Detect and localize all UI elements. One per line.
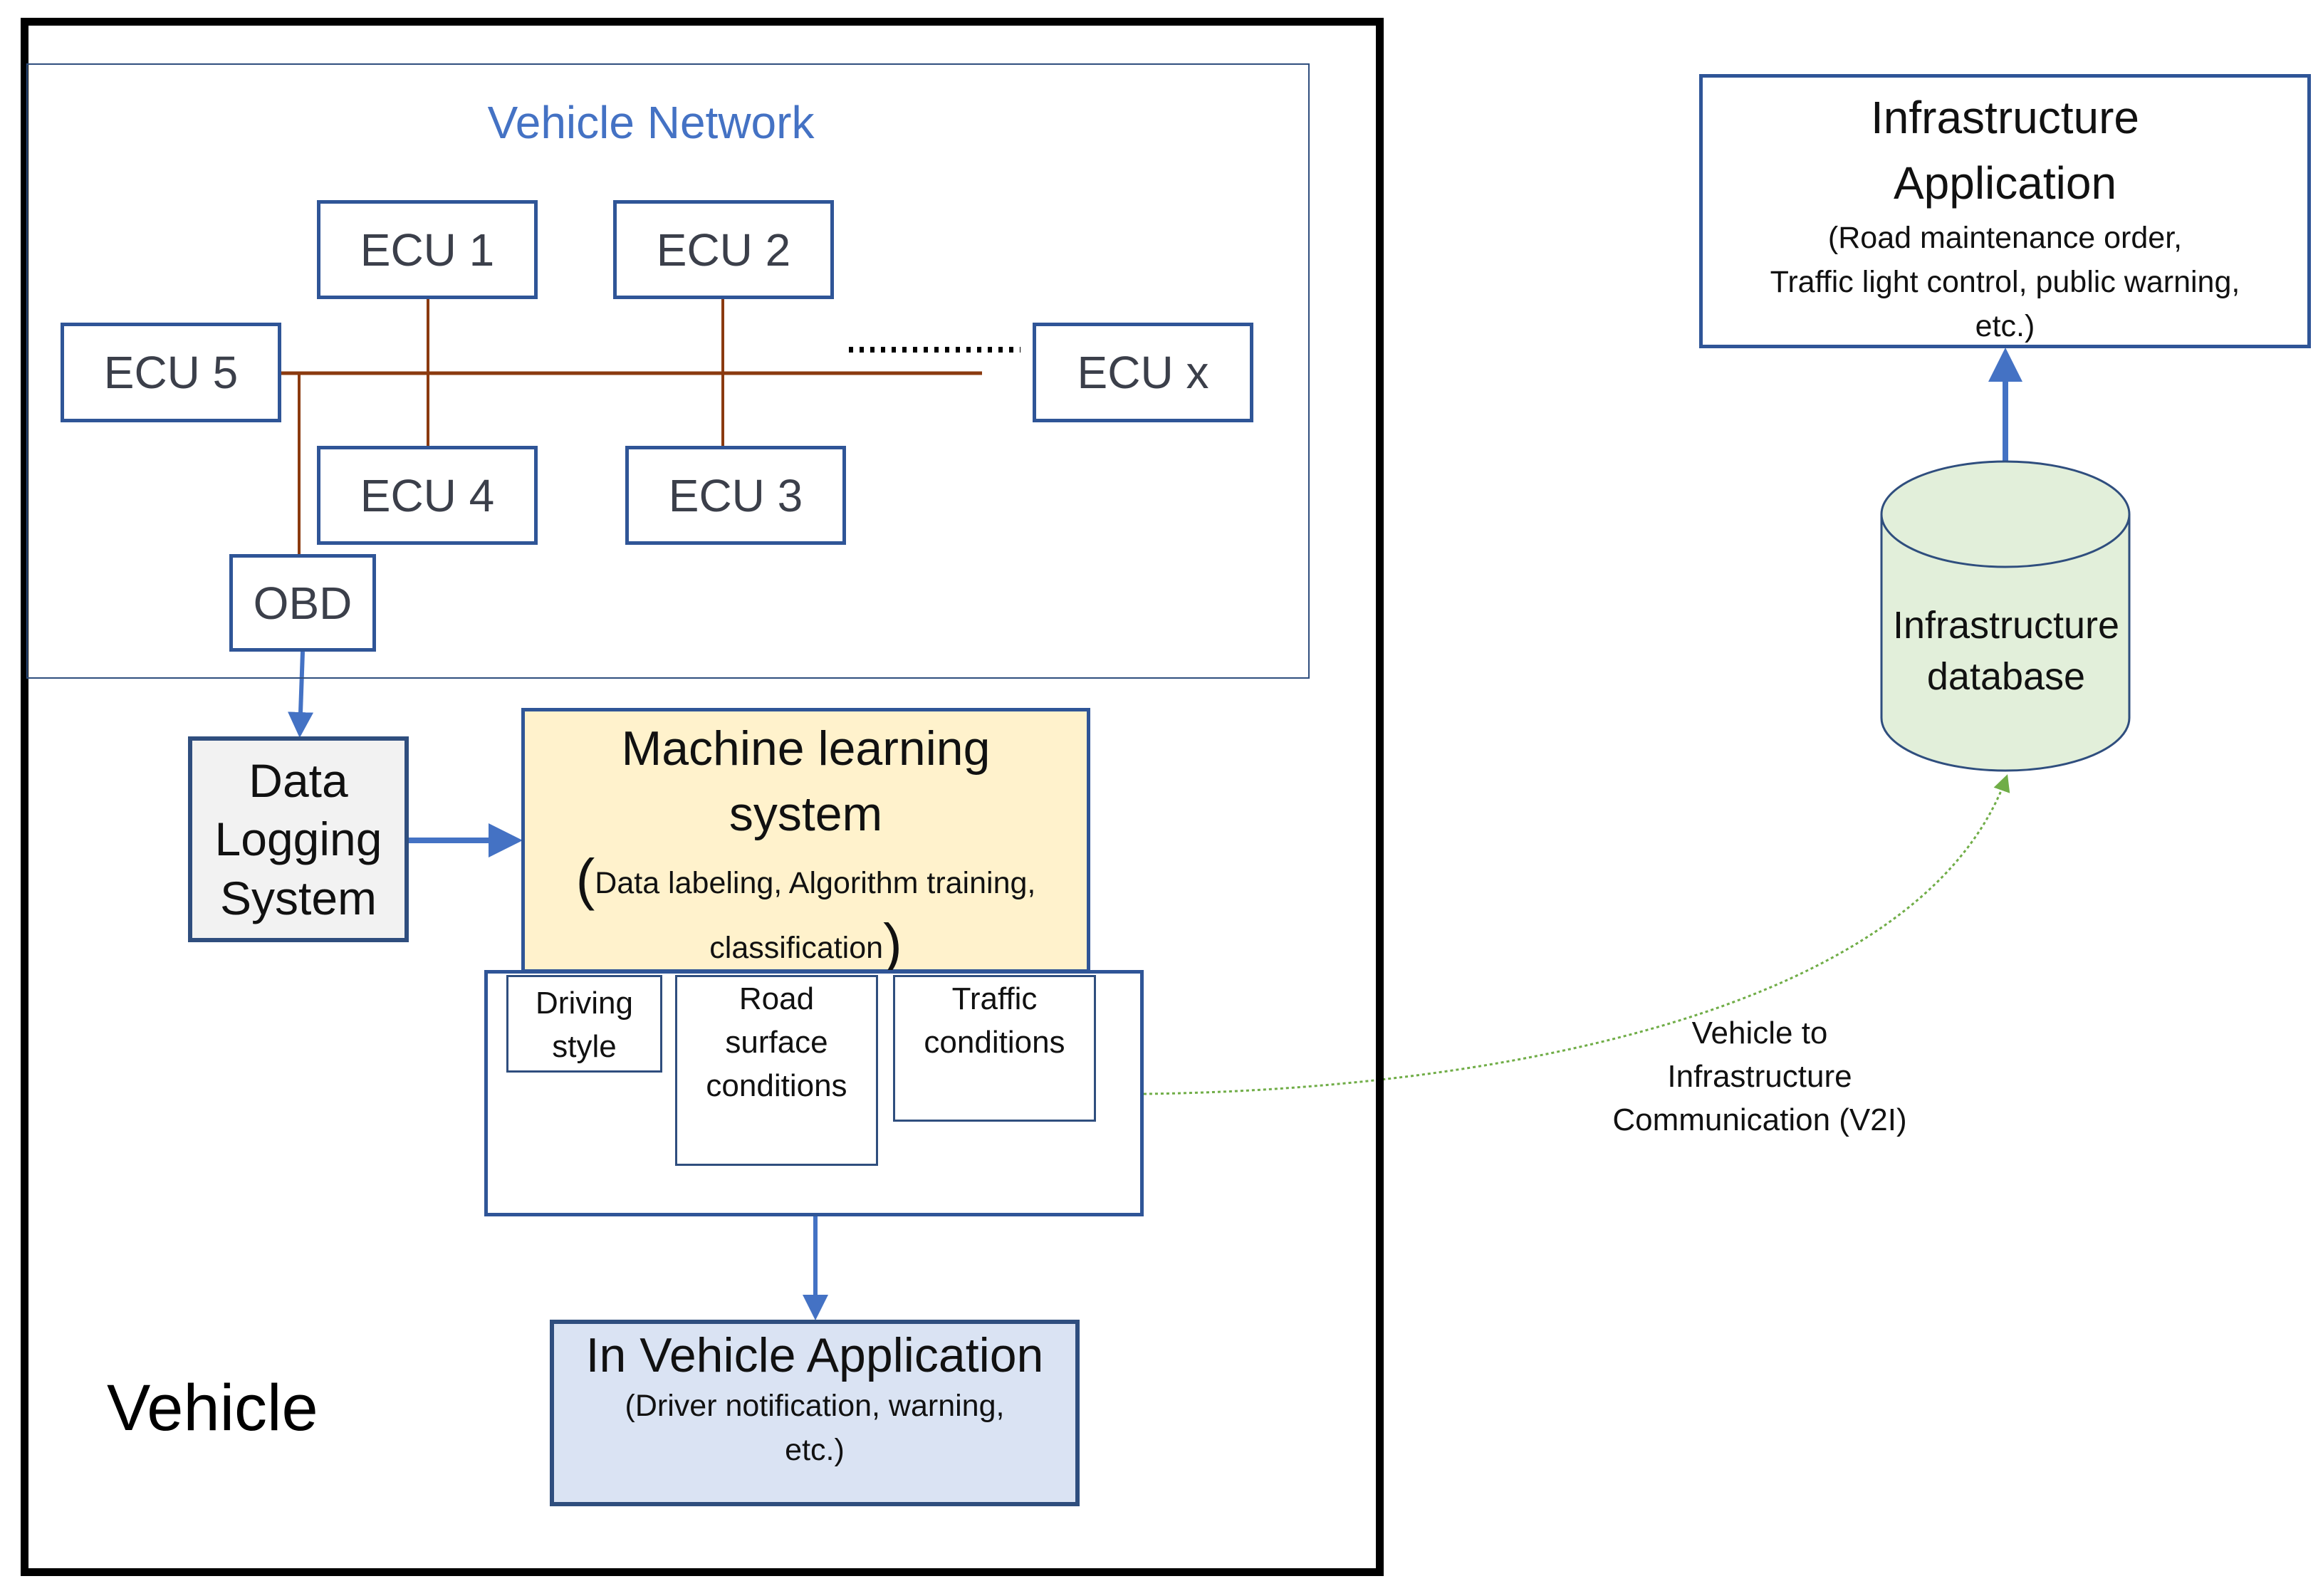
ecu-4-node[interactable]: ECU 4: [317, 446, 538, 545]
ecu-4-label: ECU 4: [360, 469, 495, 521]
vehicle-boundary: [21, 18, 1384, 1576]
v2i-line2: Infrastructure: [1667, 1059, 1852, 1094]
machine-learning-system[interactable]: Machine learning system (Data labeling, …: [521, 708, 1090, 973]
ml-sub-line1: Data labeling, Algorithm training,: [595, 866, 1036, 900]
obd-label: OBD: [253, 577, 353, 629]
ecu-x-node[interactable]: ECU x: [1033, 323, 1253, 422]
data-logging-line3: System: [219, 871, 377, 924]
in-vehicle-app-title: In Vehicle Application: [585, 1328, 1044, 1382]
ml-title-line2: system: [729, 787, 883, 841]
ecu-3-node[interactable]: ECU 3: [625, 446, 846, 545]
ml-open-paren: (: [575, 847, 595, 911]
infrastructure-application[interactable]: Infrastructure Application (Road mainten…: [1699, 74, 2311, 348]
infra-app-sub2: Traffic light control, public warning,: [1770, 265, 2240, 299]
ml-sub-line2: classification: [709, 931, 884, 965]
infra-app-title1: Infrastructure: [1870, 92, 2140, 143]
ecu-2-label: ECU 2: [656, 224, 791, 276]
infra-app-sub3: etc.): [1975, 309, 2035, 343]
in-vehicle-app-sub2: etc.): [785, 1433, 845, 1467]
infra-app-sub1: (Road maintenance order,: [1827, 221, 2183, 255]
in-vehicle-app-sub1: (Driver notification, warning,: [625, 1389, 1005, 1423]
ecu-1-node[interactable]: ECU 1: [317, 200, 538, 299]
in-vehicle-application[interactable]: In Vehicle Application (Driver notificat…: [550, 1320, 1080, 1506]
db-line2: database: [1926, 655, 2086, 698]
vehicle-network-boundary: [26, 63, 1310, 679]
ecu-3-label: ECU 3: [668, 469, 803, 521]
v2i-label: Vehicle to Infrastructure Communication …: [1546, 1011, 1973, 1142]
vehicle-label: Vehicle: [107, 1372, 318, 1444]
obd-node[interactable]: OBD: [229, 554, 376, 652]
data-logging-line1: Data: [249, 753, 348, 807]
infrastructure-database[interactable]: Infrastructure database: [1881, 600, 2131, 702]
driving-style-line2: style: [552, 1029, 617, 1064]
ecu-x-label: ECU x: [1077, 347, 1209, 398]
ml-title-line1: Machine learning: [621, 721, 991, 776]
v2i-line1: Vehicle to: [1691, 1016, 1828, 1050]
road-surface-line3: conditions: [706, 1068, 847, 1103]
road-surface-line2: surface: [725, 1025, 828, 1060]
v2i-line3: Communication (V2I): [1612, 1102, 1907, 1137]
traffic-conditions-box[interactable]: Traffic conditions: [893, 975, 1096, 1122]
traffic-line1: Traffic: [951, 981, 1038, 1016]
data-logging-system[interactable]: Data Logging System: [188, 736, 409, 942]
data-logging-line2: Logging: [214, 813, 382, 866]
arrow-obd-to-logging: [288, 651, 314, 738]
traffic-line2: conditions: [924, 1025, 1065, 1060]
v2i-link: [1143, 774, 2010, 1095]
driving-style-box[interactable]: Driving style: [506, 975, 662, 1073]
db-line1: Infrastructure: [1892, 604, 2120, 647]
ml-close-paren: ): [883, 912, 902, 976]
vehicle-network-title: Vehicle Network: [487, 97, 815, 148]
ecu-1-label: ECU 1: [360, 224, 495, 276]
ecu-2-node[interactable]: ECU 2: [613, 200, 834, 299]
ecu-5-node[interactable]: ECU 5: [61, 323, 281, 422]
infra-app-title2: Application: [1893, 157, 2117, 209]
ecu-5-label: ECU 5: [103, 347, 239, 398]
road-surface-box[interactable]: Road surface conditions: [675, 975, 878, 1166]
road-surface-line1: Road: [738, 981, 815, 1016]
database-cylinder: [1880, 460, 2131, 772]
driving-style-line1: Driving: [536, 986, 633, 1021]
